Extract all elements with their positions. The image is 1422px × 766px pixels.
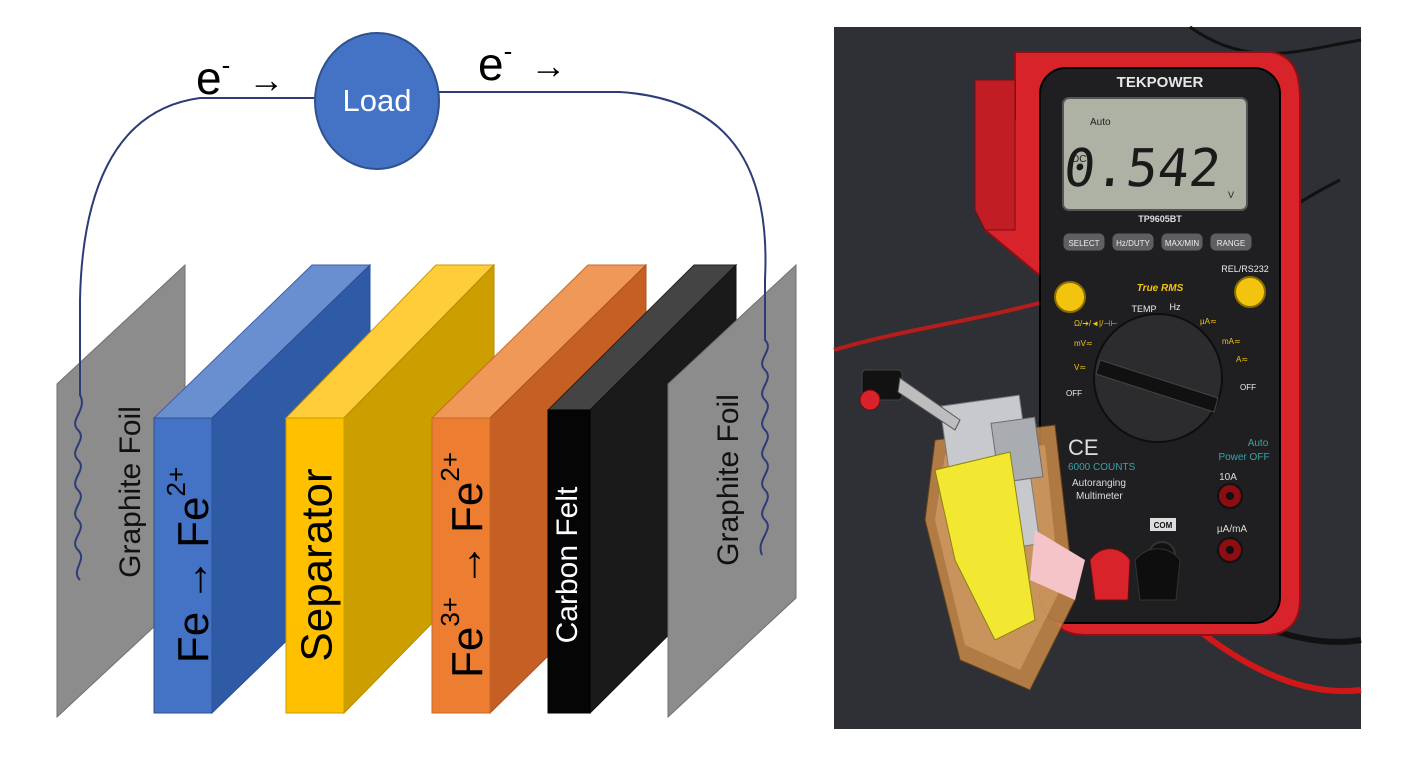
ce-mark: CE <box>1068 435 1099 460</box>
svg-text:Fe3+→Fe2+: Fe3+→Fe2+ <box>435 452 492 678</box>
hold-button <box>1054 281 1086 313</box>
meter-brand: TEKPOWER <box>1117 74 1204 91</box>
button-max-min: MAX/MIN <box>1165 239 1199 248</box>
lcd-dc: DC <box>1072 154 1086 165</box>
multimeter-label: Multimeter <box>1076 491 1123 502</box>
rel-button <box>1234 276 1266 308</box>
meter-lcd <box>1062 97 1248 211</box>
auto-power-label: Auto <box>1248 438 1269 449</box>
wire-left <box>74 97 316 581</box>
pouch-cell <box>924 394 1085 691</box>
jack-com-label: COM <box>1154 521 1173 530</box>
rel-label: REL/RS232 <box>1221 264 1269 274</box>
fe-anode-label: Fe→Fe2+ <box>161 467 218 663</box>
wire-right <box>438 91 769 556</box>
button-range: RANGE <box>1217 239 1245 248</box>
electron-flow-right: e-→ <box>478 36 566 90</box>
counts-label: 6000 COUNTS <box>1068 462 1136 473</box>
button-hz-duty: Hz/DUTY <box>1116 239 1150 248</box>
battery-diagram: Graphite Foil Fe→Fe2+ Separator <box>56 32 797 719</box>
dial-pointer <box>1095 359 1219 413</box>
electron-flow-left: e-→ <box>196 50 284 104</box>
load-circle: Load <box>314 32 440 170</box>
dial-temp: TEMP <box>1131 304 1156 314</box>
jack-10a-label: 10A <box>1219 472 1237 483</box>
true-rms-label: True RMS <box>1137 283 1184 294</box>
separator-block: Separator <box>284 263 496 715</box>
fe3-cathode-label: Fe3+→Fe2+ <box>435 452 492 678</box>
lcd-auto: Auto <box>1090 117 1111 128</box>
svg-text:Fe→Fe2+: Fe→Fe2+ <box>161 467 218 663</box>
meter-model: TP9605BT <box>1138 214 1182 224</box>
separator-label: Separator <box>293 468 342 661</box>
graphite-foil-right: Graphite Foil <box>667 263 797 719</box>
meter-buttons: SELECT Hz/DUTY MAX/MIN RANGE <box>1062 232 1253 252</box>
multimeter-photo: TEKPOWER Auto DC 0.542 V TP9605BT SELECT… <box>833 25 1362 729</box>
graphite-foil-right-label: Graphite Foil <box>712 394 745 566</box>
autoranging-label: Autoranging <box>1072 478 1126 489</box>
button-select: SELECT <box>1068 239 1099 248</box>
dial-off-right: OFF <box>1240 383 1256 392</box>
graphite-foil-left: Graphite Foil <box>56 263 186 719</box>
graphite-foil-left-label: Graphite Foil <box>114 406 147 578</box>
rotary-dial <box>1093 313 1223 443</box>
jack-uama-label: µA/mA <box>1217 524 1248 535</box>
carbon-felt-label: Carbon Felt <box>551 486 584 643</box>
dial-hz: Hz <box>1170 302 1181 312</box>
dial-a: A≂ <box>1236 355 1248 364</box>
dial-ohm: Ω/➔/◄|/⊣⊢ <box>1074 319 1117 328</box>
alligator-clip <box>859 369 961 431</box>
dial-ma: mA≂ <box>1222 337 1241 346</box>
dial-v: V≂ <box>1074 363 1086 372</box>
dial-ua: µA≂ <box>1200 317 1217 326</box>
power-off-label: Power OFF <box>1218 452 1269 463</box>
load-label: Load <box>343 83 412 118</box>
dial-off-left: OFF <box>1066 389 1082 398</box>
lcd-reading: 0.542 <box>1061 139 1224 199</box>
lcd-unit: V <box>1228 190 1234 200</box>
dial-mv: mV≂ <box>1074 339 1093 348</box>
